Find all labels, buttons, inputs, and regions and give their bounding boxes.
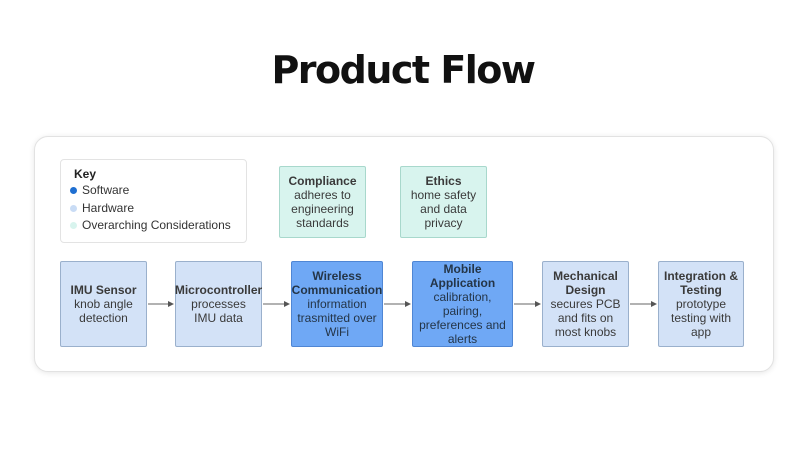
node-body: calibration, pairing, preferences and al… — [419, 290, 506, 346]
key-legend: Key Software Hardware Overarching Consid… — [60, 159, 247, 243]
compliance-node[interactable]: Compliance adheres to engineering standa… — [279, 166, 366, 238]
node-title: IMU Sensor — [70, 283, 137, 297]
node-title: Ethics — [425, 174, 462, 188]
key-item-label: Software — [82, 183, 130, 197]
node-title: Compliance — [288, 174, 357, 188]
wireless-communication-node[interactable]: Wireless Communication information trasm… — [291, 261, 383, 347]
key-item-overarching: Overarching Considerations — [70, 218, 231, 232]
imu-sensor-node[interactable]: IMU Sensor knob angle detection — [60, 261, 147, 347]
node-title: Wireless Communication — [291, 269, 383, 297]
overarching-dot-icon — [70, 221, 77, 229]
node-title: Integration & Testing — [664, 269, 738, 297]
page-title: Product Flow — [271, 48, 536, 92]
hardware-dot-icon — [70, 204, 77, 212]
mechanical-design-node[interactable]: Mechanical Design secures PCB and fits o… — [542, 261, 629, 347]
node-body: adheres to engineering standards — [291, 188, 354, 230]
key-item-hardware: Hardware — [70, 201, 134, 215]
software-dot-icon — [70, 186, 77, 194]
integration-testing-node[interactable]: Integration & Testing prototype testing … — [658, 261, 744, 347]
node-body: information trasmitted over WiFi — [297, 297, 377, 339]
node-body: secures PCB and fits on most knobs — [550, 297, 621, 339]
key-item-label: Overarching Considerations — [82, 218, 231, 232]
microcontroller-node[interactable]: Microcontroller processes IMU data — [175, 261, 262, 347]
mobile-application-node[interactable]: Mobile Application calibration, pairing,… — [412, 261, 513, 347]
node-body: home safety and data privacy — [410, 188, 477, 230]
key-item-label: Hardware — [82, 201, 135, 215]
node-body: processes IMU data — [191, 297, 246, 325]
key-item-software: Software — [70, 183, 129, 197]
key-title: Key — [74, 167, 97, 181]
ethics-node[interactable]: Ethics home safety and data privacy — [400, 166, 487, 238]
node-body: prototype testing with app — [670, 297, 732, 339]
node-title: Microcontroller — [174, 283, 263, 297]
node-body: knob angle detection — [74, 297, 133, 325]
node-title: Mobile Application — [429, 262, 496, 290]
node-title: Mechanical Design — [553, 269, 618, 297]
